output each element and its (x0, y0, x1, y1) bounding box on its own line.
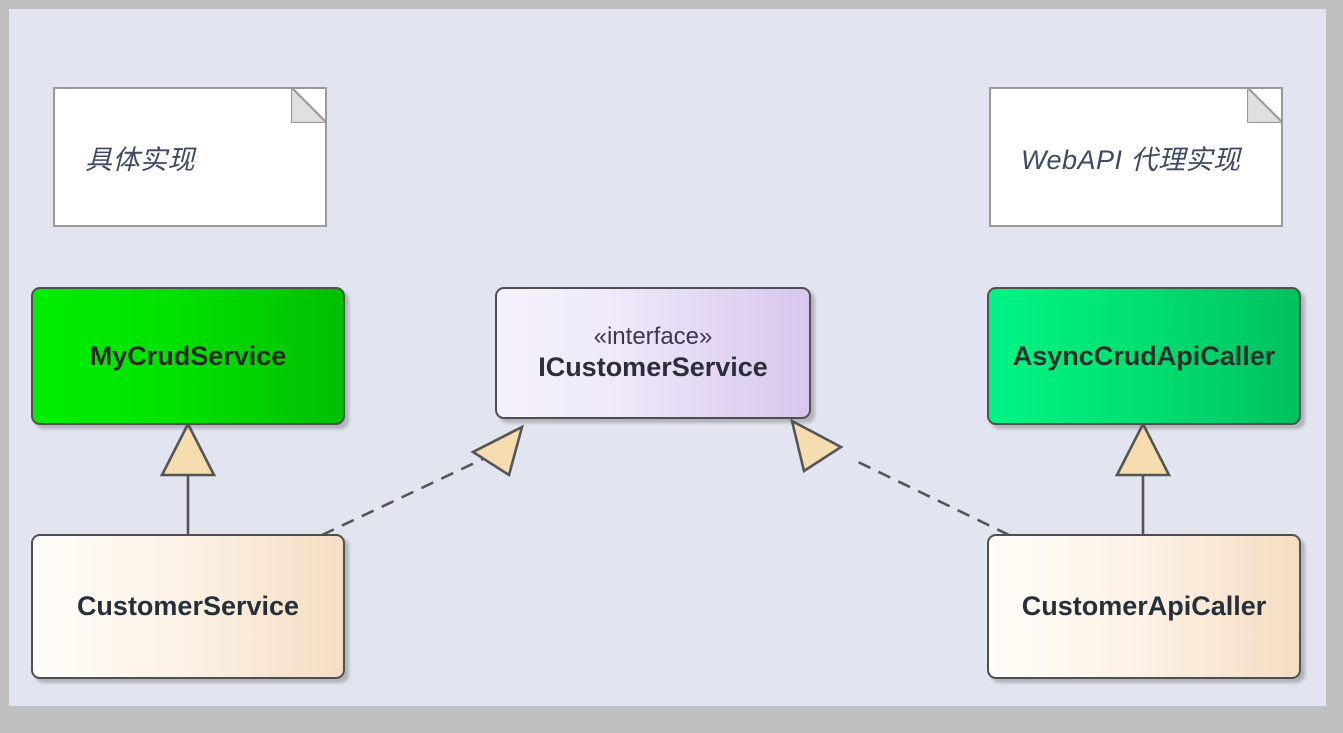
class-node-customer-api-caller[interactable]: CustomerApiCaller (987, 534, 1301, 679)
note-text: WebAPI 代理实现 (1021, 144, 1241, 175)
class-name-label: MyCrudService (89, 340, 287, 371)
note-fold-icon (1247, 87, 1283, 123)
generalization-customer-service-to-my-crud-service (159, 421, 217, 544)
class-node-customer-service[interactable]: CustomerService (31, 534, 345, 679)
hollow-triangle-arrowhead (470, 424, 525, 478)
note-fold-icon (291, 87, 327, 123)
class-node-async-crud-api-caller[interactable]: AsyncCrudApiCaller (987, 287, 1301, 425)
stereotype-label: «interface» (593, 323, 713, 350)
hollow-triangle-arrowhead (1114, 421, 1172, 477)
class-name-label: ICustomerService (538, 351, 768, 382)
class-name-label: AsyncCrudApiCaller (1012, 340, 1276, 371)
hollow-triangle-arrowhead (159, 421, 217, 477)
realization-line (851, 457, 1010, 537)
class-name-label: CustomerApiCaller (1021, 591, 1267, 622)
class-node-my-crud-service[interactable]: MyCrudService (31, 287, 345, 425)
hollow-triangle-arrowhead (790, 418, 844, 474)
note-concrete-impl[interactable]: 具体实现 (53, 87, 327, 227)
note-webapi-proxy-impl[interactable]: WebAPI 代理实现 (989, 87, 1283, 227)
note-text: 具体实现 (85, 144, 195, 175)
realization-customer-service-to-icustomer-service (321, 424, 525, 537)
realization-customer-api-caller-to-icustomer-service (790, 418, 1010, 537)
realization-line (321, 457, 484, 537)
generalization-customer-api-caller-to-async-crud-api-caller (1114, 421, 1172, 544)
diagram-canvas[interactable]: 具体实现 WebAPI 代理实现 MyCrudService «interfac… (9, 9, 1326, 706)
class-node-icustomer-service[interactable]: «interface» ICustomerService (495, 287, 811, 419)
class-name-label: CustomerService (76, 591, 300, 622)
